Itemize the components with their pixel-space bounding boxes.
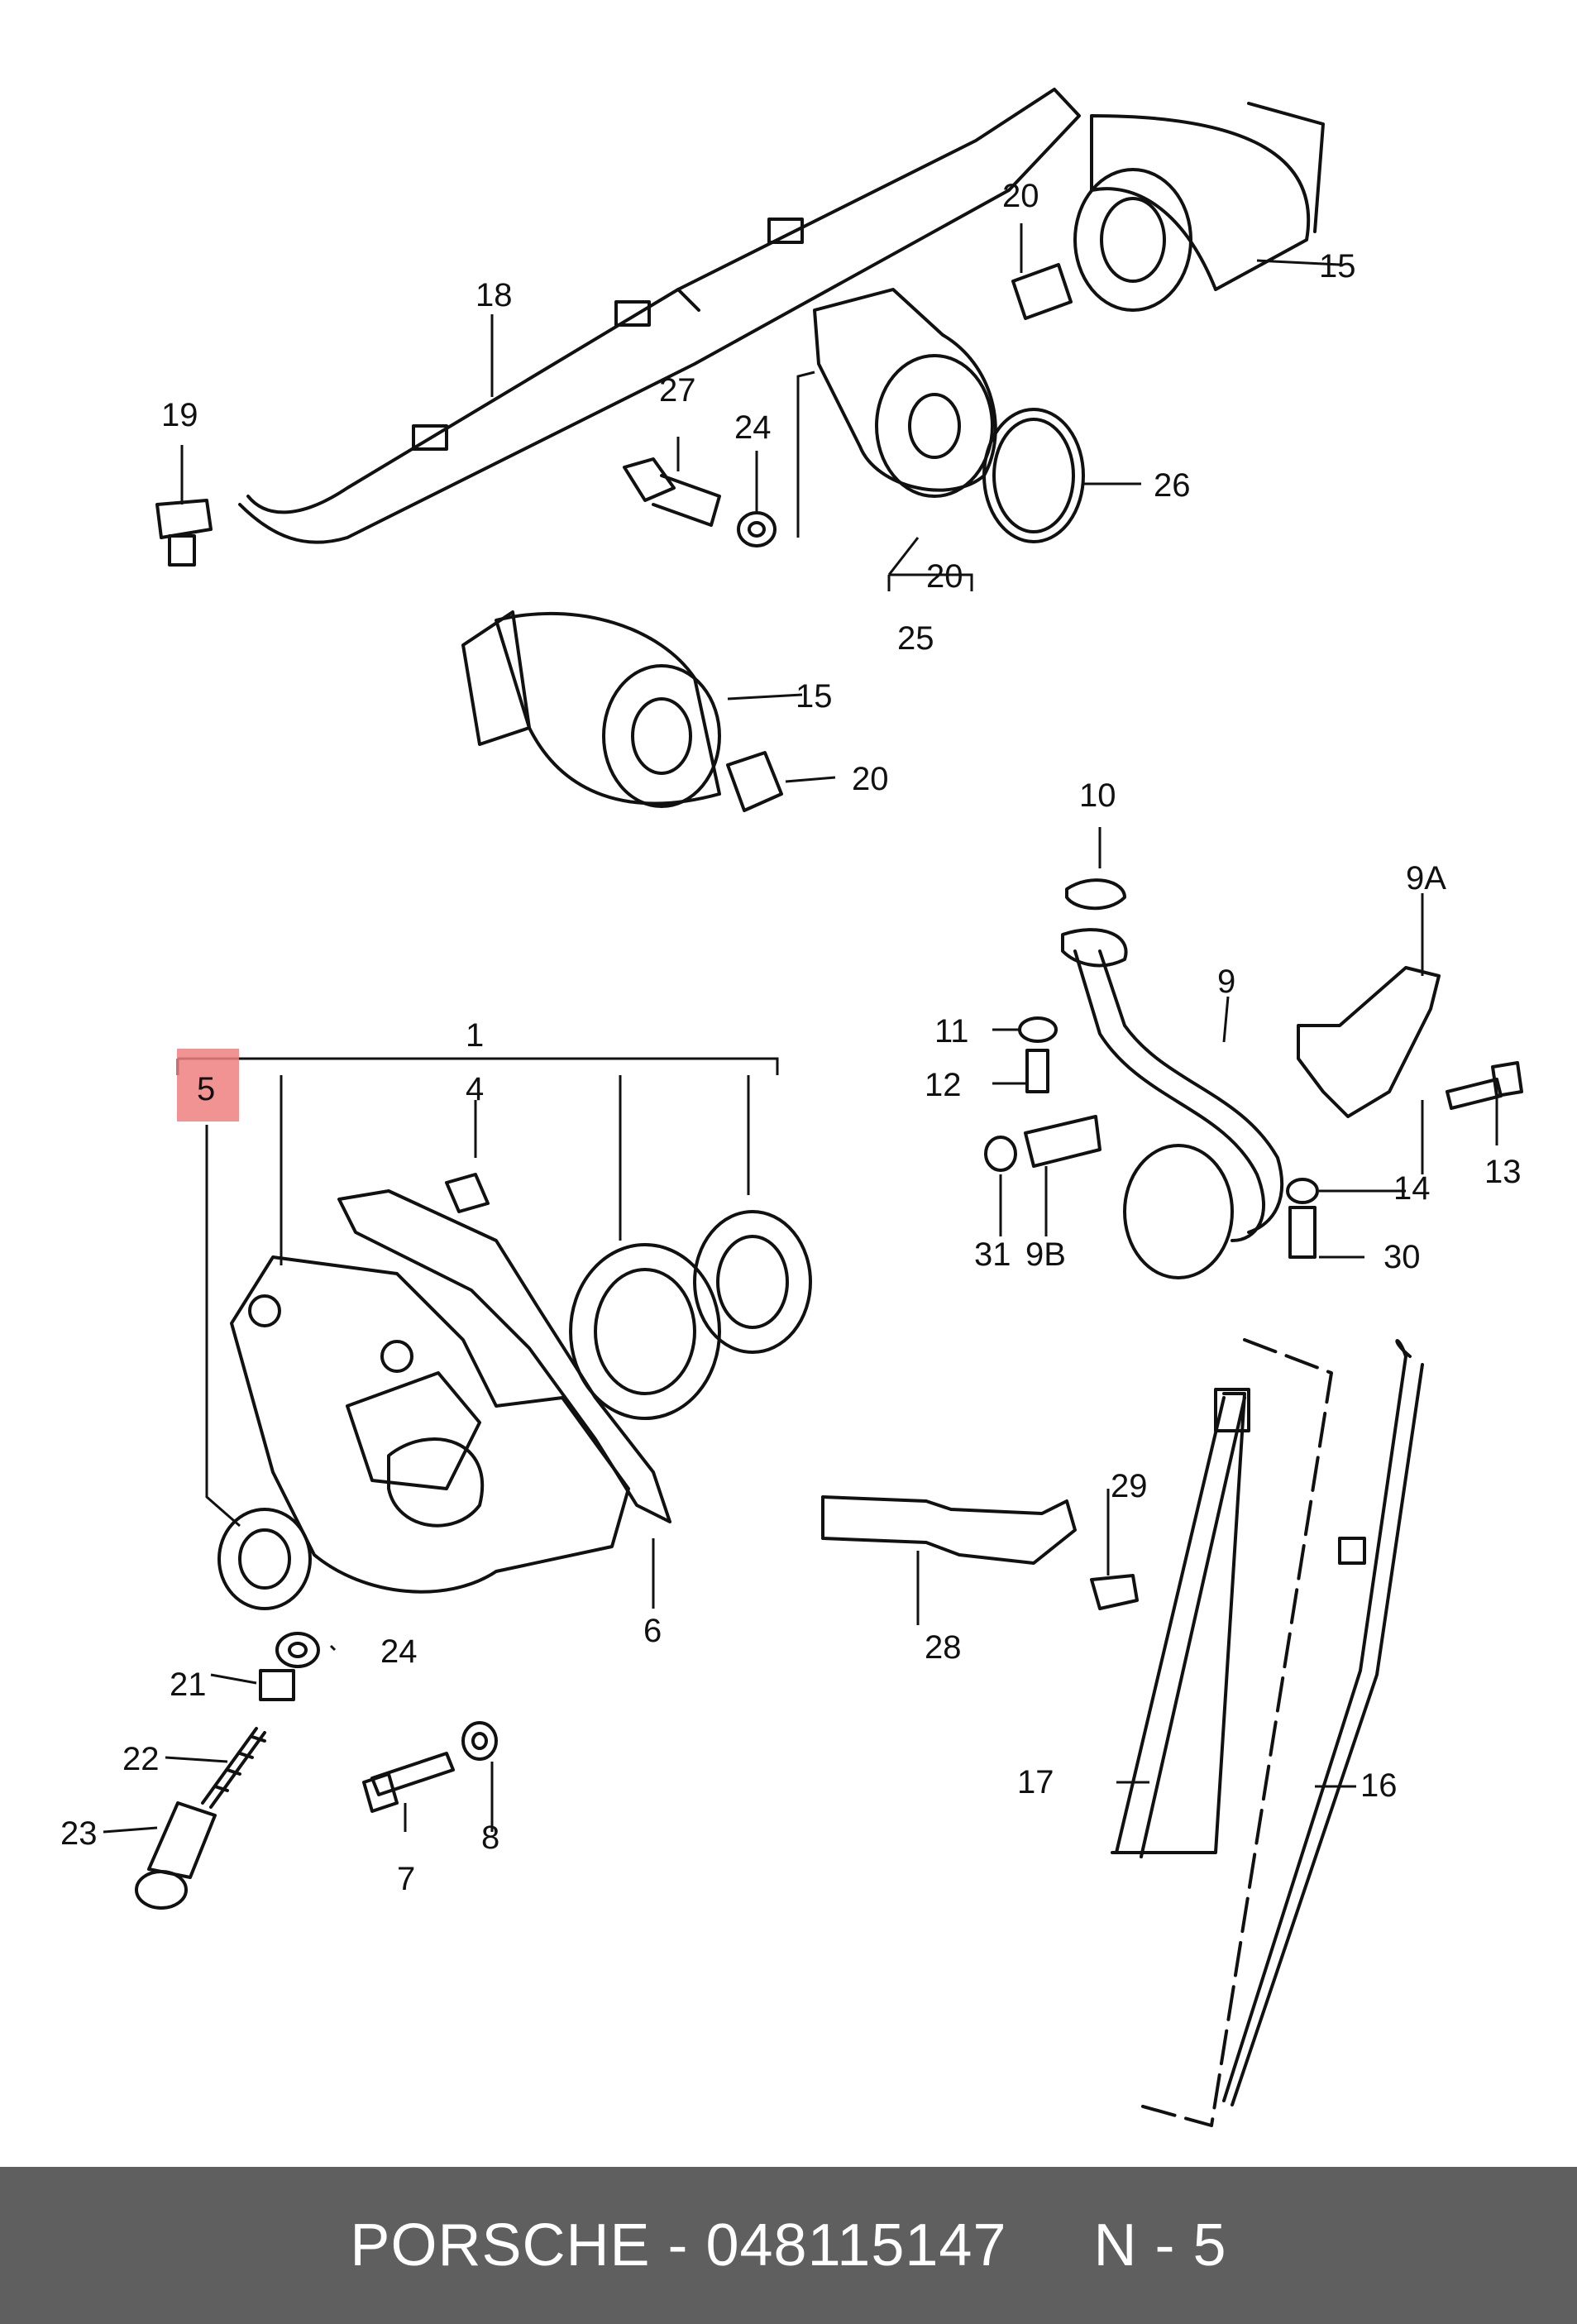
label-9a: 9A (1406, 860, 1446, 897)
label-1: 1 (466, 1017, 484, 1054)
clamp-9b-part (1024, 1115, 1102, 1168)
bracket-9a-part (1297, 966, 1441, 1118)
label-15a: 15 (1319, 248, 1356, 285)
label-21: 21 (170, 1666, 207, 1703)
label-16: 16 (1360, 1767, 1398, 1804)
oil-filter-lower-part (461, 610, 721, 808)
washer-14-part (1286, 1178, 1319, 1204)
dipstick-part (1222, 1339, 1424, 2106)
banjo-bolt-part (623, 457, 777, 548)
label-29: 29 (1111, 1468, 1148, 1504)
bolt-30-part (1288, 1206, 1317, 1259)
label-18: 18 (475, 277, 513, 313)
fitting-19-part (155, 499, 213, 567)
piston-21-part (259, 1669, 295, 1701)
label-24a: 24 (734, 409, 772, 446)
gasket-10-part (1065, 878, 1126, 911)
gasket-ring-part (982, 408, 1085, 543)
leader-lines (103, 223, 1498, 1834)
label-17: 17 (1017, 1764, 1054, 1800)
label-7: 7 (397, 1861, 415, 1897)
highlight-box (177, 1049, 239, 1121)
filter-housing-part (813, 288, 997, 498)
label-30: 30 (1383, 1239, 1421, 1275)
seal-ring-part (217, 1508, 312, 1610)
footer-part-number: PORSCHE - 048115147 N - 5 (350, 2212, 1227, 2279)
label-5: 5 (197, 1071, 215, 1107)
label-9: 9 (1217, 964, 1235, 1000)
label-22: 22 (122, 1741, 160, 1777)
part-labels: 1 4 5 6 7 8 9 9A 9B 10 11 12 13 14 15 15… (60, 178, 1522, 1897)
label-25: 25 (897, 620, 934, 657)
washer-11-part (1018, 1016, 1058, 1043)
washer-24-part (275, 1632, 320, 1668)
dipstick-frame (1135, 1338, 1333, 2127)
footer-bar: PORSCHE - 048115147 N - 5 (0, 2167, 1577, 2324)
oil-line-part (238, 88, 1081, 544)
parts-diagram: 1 4 5 6 7 8 9 9A 9B 10 11 12 13 14 15 15… (60, 88, 1523, 2127)
spring-22-part (201, 1727, 266, 1809)
plug-lower-part (726, 751, 783, 812)
suction-tube-part (1061, 928, 1283, 1279)
plug-23-part (135, 1801, 217, 1910)
pin-4-part (445, 1173, 490, 1213)
label-28: 28 (925, 1629, 962, 1666)
label-20a: 20 (1002, 178, 1039, 214)
bolt-13-part (1446, 1061, 1523, 1110)
label-6: 6 (643, 1613, 662, 1649)
label-31: 31 (974, 1236, 1011, 1273)
label-27: 27 (659, 372, 696, 409)
label-13: 13 (1484, 1154, 1522, 1190)
bracket-28-part (821, 1495, 1077, 1565)
label-20b: 20 (926, 558, 963, 595)
label-9b: 9B (1025, 1236, 1066, 1273)
label-4: 4 (466, 1071, 484, 1107)
label-20c: 20 (852, 761, 889, 797)
bolt-12-part (1025, 1049, 1049, 1093)
pump-gasket-part (337, 1189, 671, 1523)
gear-ring-part (569, 1210, 812, 1420)
label-11: 11 (934, 1013, 969, 1050)
label-8: 8 (481, 1820, 499, 1856)
nut-31-part (984, 1136, 1017, 1172)
label-12: 12 (925, 1067, 962, 1103)
oil-pump-part (230, 1255, 630, 1594)
label-10: 10 (1079, 777, 1116, 814)
clip-29-part (1090, 1574, 1139, 1610)
bolt-7-part (362, 1752, 455, 1813)
label-23: 23 (60, 1815, 98, 1852)
label-24b: 24 (380, 1633, 418, 1670)
label-19: 19 (161, 397, 198, 433)
label-14: 14 (1393, 1170, 1431, 1207)
dipstick-tube-part (1111, 1388, 1250, 1858)
oil-filter-upper-part (1073, 102, 1325, 312)
plug-upper-part (1011, 263, 1073, 320)
washer-8-part (461, 1721, 498, 1761)
label-26: 26 (1154, 467, 1191, 504)
label-15b: 15 (796, 678, 833, 715)
